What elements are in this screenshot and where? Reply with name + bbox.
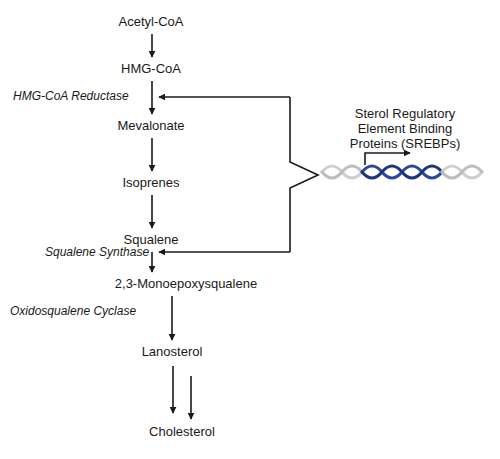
metabolite-name: HMG-CoA [91,61,211,77]
regulator-label: Sterol Regulatory Element Binding Protei… [339,106,471,151]
pathway-arrow [171,296,173,340]
enzyme-label: Squalene Synthase [45,245,149,259]
metabolite-name: Acetyl-CoA [91,14,211,30]
pathway-arrow [151,81,153,114]
regulation-bracket [290,97,318,252]
dna-helix [322,166,482,178]
metabolite-name: Mevalonate [91,118,211,134]
metabolite-name: Cholesterol [122,424,242,440]
pathway-arrow [172,366,174,413]
metabolite-name: Isoprenes [91,175,211,191]
pathway-arrow [151,252,153,272]
metabolite-node: Isoprenes [91,175,211,191]
metabolite-node: 2,3-Monoepoxysqualene [96,276,276,292]
metabolite-node: Cholesterol [122,424,242,440]
transcription-arrow [365,153,410,165]
pathway-arrow [151,138,153,171]
regulation-arrow [159,251,290,253]
regulation-arrow [159,96,290,98]
enzyme-label: HMG-CoA Reductase [13,89,129,103]
metabolite-node: Lanosterol [112,344,232,360]
pathway-arrow [151,195,153,228]
metabolite-node: Acetyl-CoA [91,14,211,30]
pathway-arrow [151,34,153,57]
pathway-arrow [190,376,192,419]
metabolite-node: Mevalonate [91,118,211,134]
metabolite-name: 2,3-Monoepoxysqualene [96,276,276,292]
enzyme-label: Oxidosqualene Cyclase [10,304,136,318]
metabolite-node: HMG-CoA [91,61,211,77]
metabolite-name: Lanosterol [112,344,232,360]
